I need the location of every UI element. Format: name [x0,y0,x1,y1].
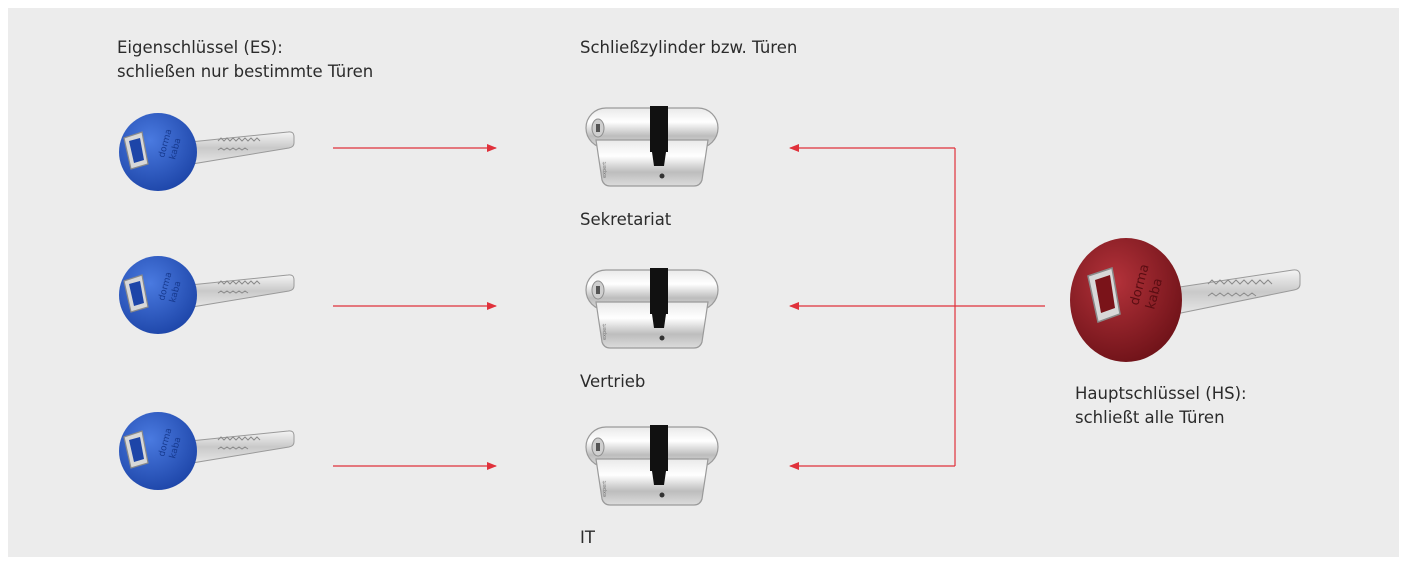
master-key-subtitle: schließt alle Türen [1075,408,1225,427]
door-label-sekretariat: Sekretariat [580,210,672,229]
own-keys-caption: Eigenschlüssel (ES): schließen nur besti… [117,36,373,84]
door-label-it: IT [580,528,595,547]
own-keys-title: Eigenschlüssel (ES): [117,38,283,57]
own-keys-subtitle: schließen nur bestimmte Türen [117,62,374,81]
master-key-caption: Hauptschlüssel (HS): schließt alle Türen [1075,382,1247,430]
red-key-icon: dorma kaba [1070,238,1301,362]
door-label-vertrieb: Vertrieb [580,372,646,391]
master-key-title: Hauptschlüssel (HS): [1075,384,1247,403]
cylinders-title: Schließzylinder bzw. Türen [580,38,798,57]
